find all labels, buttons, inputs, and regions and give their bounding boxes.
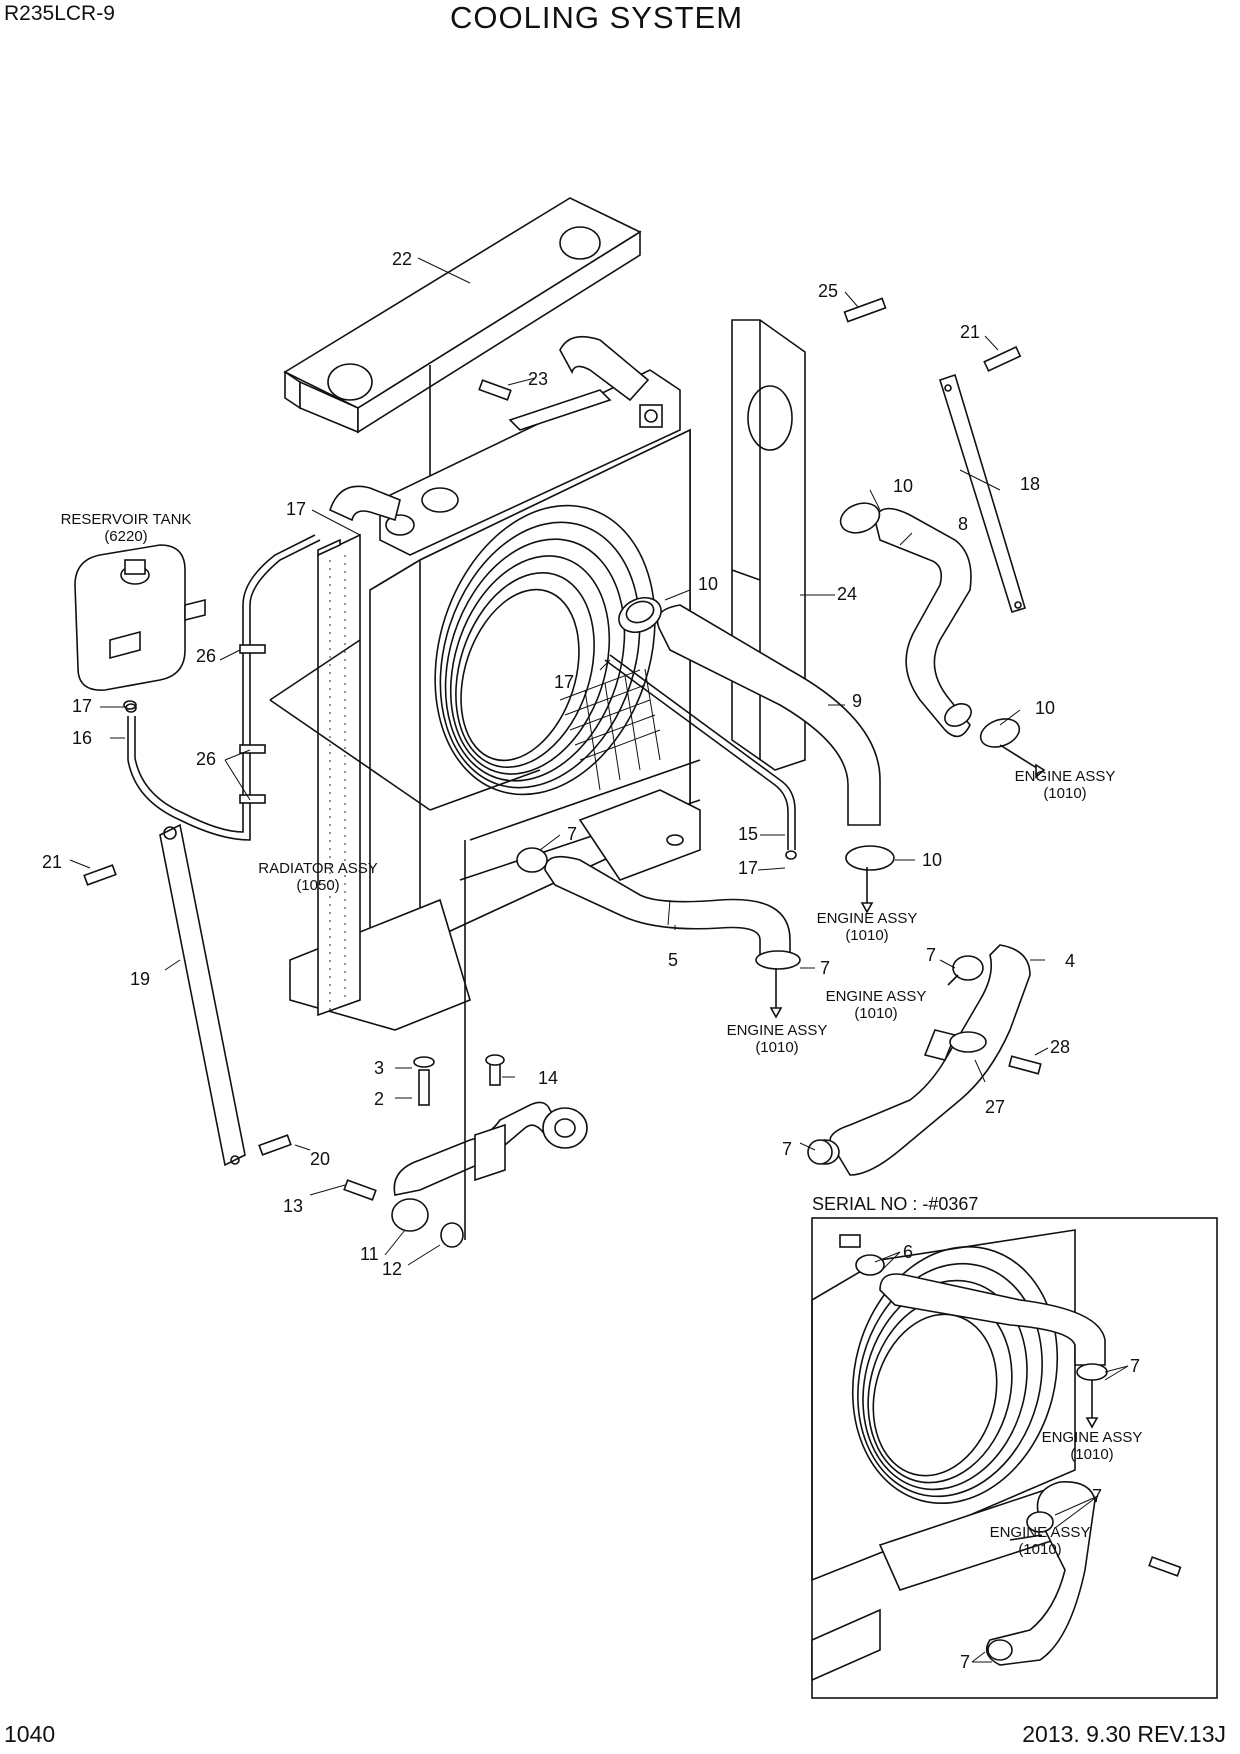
callout-17: 17 — [554, 672, 574, 692]
callout-4: 4 — [1065, 951, 1075, 971]
callout-19: 19 — [130, 969, 150, 989]
inset-radiator — [811, 1229, 1182, 1682]
top-cover-plate-22 — [283, 197, 642, 480]
inset-callout-7: 7 — [960, 1652, 970, 1672]
stay-rod-18 — [939, 373, 1026, 613]
fan-shroud — [434, 504, 661, 796]
callout-9: 9 — [852, 691, 862, 711]
callout-2: 2 — [374, 1089, 384, 1109]
callout-10: 10 — [893, 476, 913, 496]
engine-assy-code: (1010) — [755, 1039, 798, 1056]
top-tank — [329, 335, 681, 556]
callout-28: 28 — [1050, 1037, 1070, 1057]
engine-assy-label: ENGINE ASSY — [826, 988, 927, 1005]
engine-assy-code: (1010) — [854, 1005, 897, 1022]
callout-17: 17 — [72, 696, 92, 716]
assembly-labels: RESERVOIR TANK (6220) RADIATOR ASSY (105… — [61, 511, 1116, 1056]
callout-7: 7 — [567, 824, 577, 844]
engine-assy-code: (1010) — [845, 927, 888, 944]
callout-23: 23 — [528, 369, 548, 389]
clip-26 — [239, 644, 266, 804]
callout-labels: 22 25 21 23 10 18 17 8 10 24 26 17 17 9 … — [42, 249, 1075, 1279]
inset-engine-assy-code: (1010) — [1018, 1541, 1061, 1558]
callout-16: 16 — [72, 728, 92, 748]
callout-17: 17 — [738, 858, 758, 878]
leader-lines — [69, 257, 1049, 1266]
lower-hose-4 — [810, 944, 1031, 1176]
upper-hose-8 — [874, 507, 972, 738]
callout-5: 5 — [668, 950, 678, 970]
bolts — [83, 297, 1042, 1201]
inset-callout-7: 7 — [1092, 1486, 1102, 1506]
left-post — [317, 533, 361, 1017]
callout-20: 20 — [310, 1149, 330, 1169]
engine-assy-label: ENGINE ASSY — [817, 910, 918, 927]
lower-hose-5 — [544, 855, 791, 961]
inset-leaders — [874, 1251, 1129, 1663]
inset-engine-assy-label: ENGINE ASSY — [1042, 1429, 1143, 1446]
callout-11: 11 — [360, 1244, 379, 1264]
callout-27: 27 — [985, 1097, 1005, 1117]
callout-21: 21 — [960, 322, 980, 342]
callout-26: 26 — [196, 749, 216, 769]
callout-24: 24 — [837, 584, 857, 604]
page-title: COOLING SYSTEM — [450, 0, 744, 35]
reservoir-tank-label: RESERVOIR TANK — [61, 511, 192, 528]
clamp-10 — [625, 502, 1021, 871]
callout-7: 7 — [820, 958, 830, 978]
engine-assy-label: ENGINE ASSY — [1015, 768, 1116, 785]
inset-engine-assy-code: (1010) — [1070, 1446, 1113, 1463]
drain-pipe-11 — [391, 840, 588, 1248]
callout-14: 14 — [538, 1068, 558, 1088]
callout-10: 10 — [922, 850, 942, 870]
callout-25: 25 — [818, 281, 838, 301]
serial-number-label: SERIAL NO : -#0367 — [812, 1194, 978, 1214]
reservoir-tank-code: (6220) — [104, 528, 147, 545]
radiator-assy-label: RADIATOR ASSY — [258, 860, 377, 877]
engine-assy-label: ENGINE ASSY — [727, 1022, 828, 1039]
callout-7: 7 — [926, 945, 936, 965]
callout-26: 26 — [196, 646, 216, 666]
reservoir-hose-16 — [125, 534, 321, 841]
revision-date: 2013. 9.30 REV.13J — [1022, 1721, 1226, 1747]
callout-18: 18 — [1020, 474, 1040, 494]
inset-callout-6: 6 — [903, 1242, 913, 1262]
callout-10: 10 — [698, 574, 718, 594]
overflow-pipe-15 — [604, 654, 797, 860]
callout-7: 7 — [782, 1139, 792, 1159]
serial-inset: SERIAL NO : -#0367 — [811, 1194, 1218, 1699]
model-number: R235LCR-9 — [4, 2, 115, 25]
callout-22: 22 — [392, 249, 412, 269]
stay-19 — [159, 823, 246, 1167]
callout-8: 8 — [958, 514, 968, 534]
bracket-23 — [508, 389, 663, 431]
radiator-assy-code: (1050) — [296, 877, 339, 894]
page-number: 1040 — [4, 1721, 56, 1747]
callout-17: 17 — [286, 499, 306, 519]
callout-10: 10 — [1035, 698, 1055, 718]
callout-12: 12 — [382, 1259, 402, 1279]
engine-assy-code: (1010) — [1043, 785, 1086, 802]
clamp-7 — [516, 847, 984, 1165]
callout-13: 13 — [283, 1196, 303, 1216]
inset-callout-7: 7 — [1130, 1356, 1140, 1376]
inset-engine-assy-label: ENGINE ASSY — [990, 1524, 1091, 1541]
radiator-frame — [269, 639, 701, 881]
callout-3: 3 — [374, 1058, 384, 1078]
callout-15: 15 — [738, 824, 758, 844]
callout-21: 21 — [42, 852, 62, 872]
reservoir-tank — [74, 544, 206, 710]
